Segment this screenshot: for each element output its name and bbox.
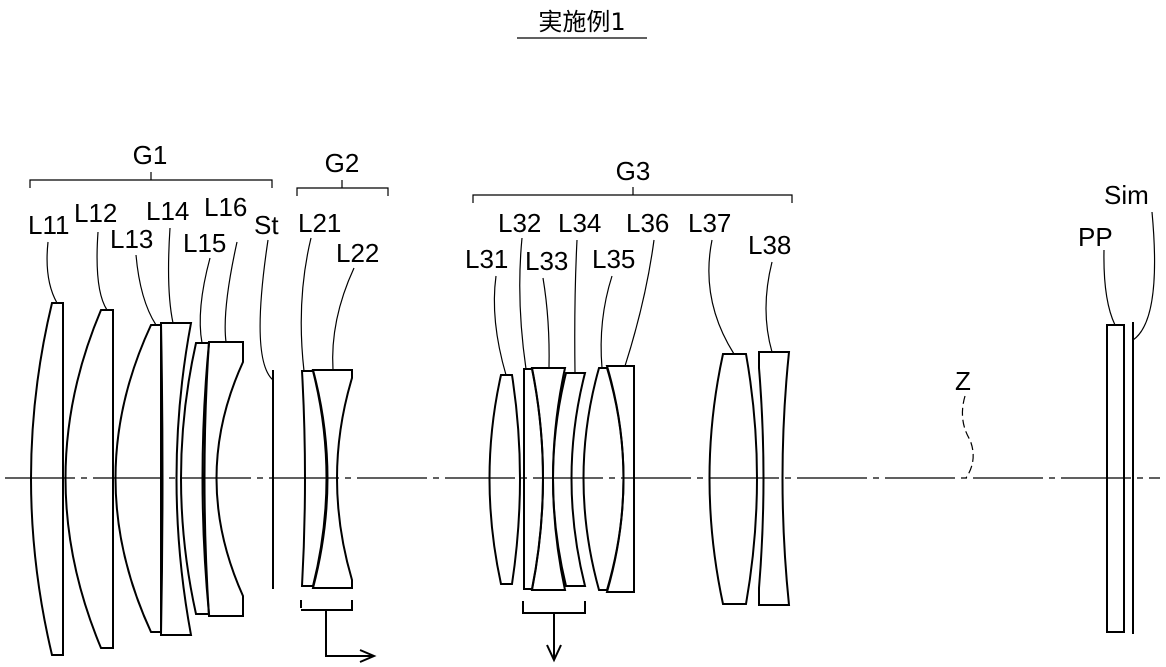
label-l31: L31 [465,244,508,274]
g1-bracket [29,172,273,188]
label-l37: L37 [688,208,731,238]
label-z: Z [955,366,971,396]
lens-l32 [523,368,544,590]
label-l21: L21 [298,208,341,238]
g3-bracket [472,187,793,203]
lens-l11 [30,302,64,656]
label-l16: L16 [204,192,247,222]
label-pp: PP [1078,222,1113,252]
lens-l12 [64,309,114,649]
arrow-right-icon [325,610,377,663]
label-l35: L35 [592,244,635,274]
g2-label: G2 [325,148,360,178]
label-sim: Sim [1104,180,1149,210]
lens-l36 [605,365,635,593]
lens-l37 [708,353,758,605]
lens-l35 [582,367,625,591]
label-l36: L36 [626,208,669,238]
label-l15: L15 [183,228,226,258]
figure-title: 実施例1 [538,8,625,36]
label-l33: L33 [525,246,568,276]
label-l11: L11 [28,210,69,240]
label-l34: L34 [558,208,601,238]
label-l22: L22 [336,238,379,268]
parallel-plate-pp [1106,324,1125,633]
g1-label: G1 [133,140,168,170]
lens-l31 [488,374,521,585]
g2-move-bracket [300,600,353,611]
arrow-down-icon [546,613,562,663]
lens-l13 [114,324,162,633]
g3-label: G3 [616,156,651,186]
label-st: St [254,210,279,240]
g3-move-bracket [522,601,586,614]
lens-l38 [758,351,791,606]
label-l13: L13 [110,224,153,254]
label-l12: L12 [74,198,117,228]
leader-lines [46,211,1156,479]
label-l32: L32 [498,208,541,238]
label-l38: L38 [748,230,791,260]
lens-l34 [552,372,587,587]
lens-l16 [203,341,244,617]
lens-l22 [311,369,353,589]
lens-l14 [159,322,193,636]
g2-bracket [296,180,389,196]
label-l14: L14 [146,196,189,226]
